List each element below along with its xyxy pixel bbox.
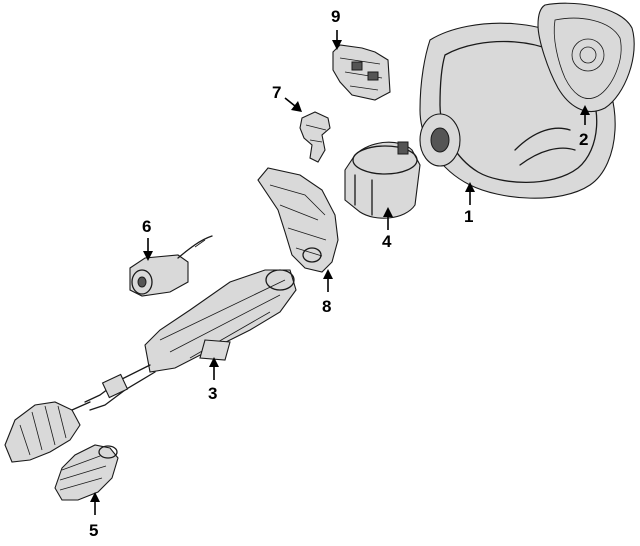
callout-9-label: 9 <box>331 7 341 26</box>
lower-boot-part <box>4 401 91 463</box>
clock-spring-part <box>344 141 421 219</box>
callout-5-label: 5 <box>89 521 99 540</box>
callout-6-label: 6 <box>142 217 152 236</box>
callout-2-label: 2 <box>579 130 589 149</box>
callout-1-label: 1 <box>464 207 474 226</box>
callout-7-label: 7 <box>272 83 282 102</box>
upper-switch-part <box>332 44 391 101</box>
steering-column-part <box>84 269 297 411</box>
airbag-module-part <box>537 2 635 113</box>
callout-4-label: 4 <box>382 232 392 251</box>
callout-3-label: 3 <box>208 384 218 403</box>
turn-signal-switch-part <box>299 111 331 163</box>
column-housing-part <box>257 167 339 273</box>
callout-leader-lines <box>90 30 590 515</box>
ignition-lock-part <box>129 235 213 297</box>
callout-8-label: 8 <box>322 297 332 316</box>
steering-boot-part <box>54 444 119 501</box>
